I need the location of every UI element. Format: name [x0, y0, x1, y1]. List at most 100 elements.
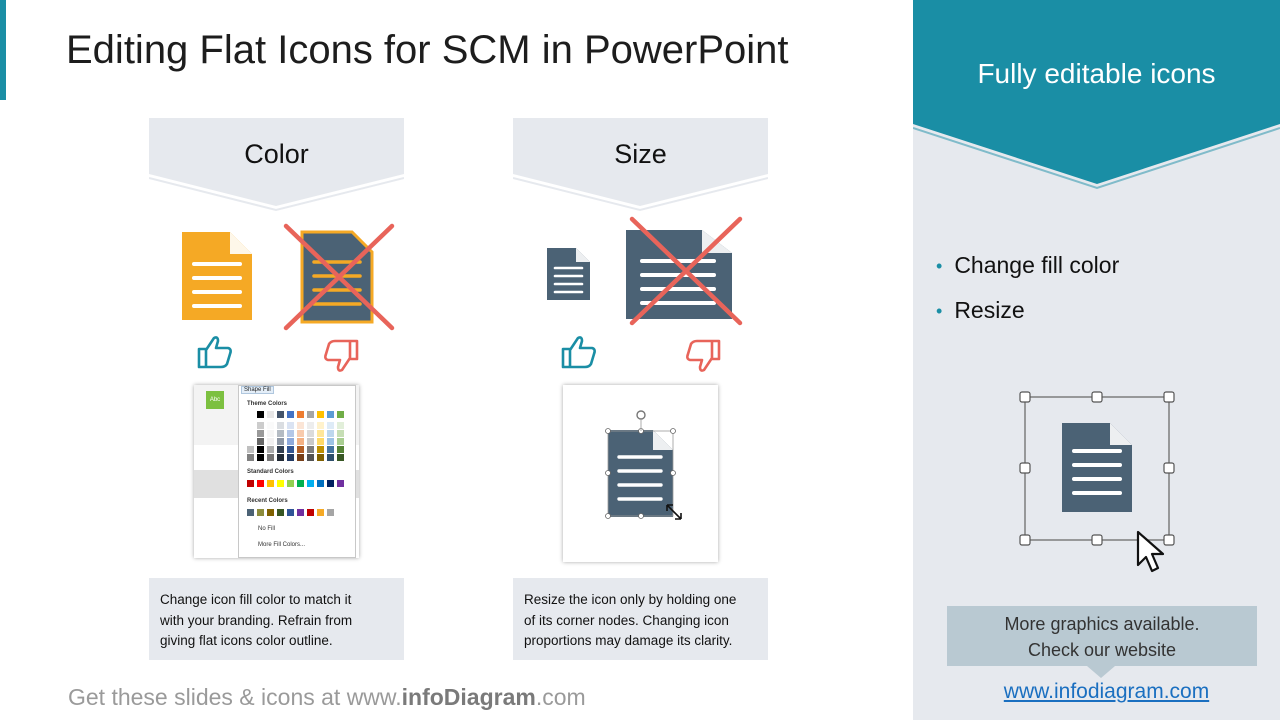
bullet-icon: • [936, 301, 943, 322]
color-swatch[interactable] [297, 509, 304, 516]
color-swatch[interactable] [247, 454, 254, 461]
rotate-handle-icon [636, 410, 646, 431]
resize-screenshot [563, 385, 718, 562]
color-swatch[interactable] [267, 430, 274, 437]
color-swatch[interactable] [287, 480, 294, 487]
color-swatch[interactable] [247, 509, 254, 516]
color-swatch[interactable] [247, 422, 254, 429]
resize-demo-graphic [605, 410, 682, 520]
color-swatch[interactable] [257, 480, 264, 487]
color-swatch[interactable] [277, 509, 284, 516]
color-swatch[interactable] [297, 454, 304, 461]
website-link[interactable]: www.infodiagram.com [1003, 680, 1210, 703]
color-swatch[interactable] [317, 509, 324, 516]
color-swatch[interactable] [327, 446, 334, 453]
color-swatch[interactable] [267, 446, 274, 453]
color-swatch[interactable] [247, 411, 254, 418]
color-swatch[interactable] [287, 411, 294, 418]
color-swatch[interactable] [287, 454, 294, 461]
color-swatch[interactable] [257, 454, 264, 461]
color-swatch[interactable] [337, 411, 344, 418]
color-swatch[interactable] [257, 446, 264, 453]
shape-fill-menu-screenshot: Abc A Shape Fill Theme Colors Standard C… [194, 385, 359, 558]
color-swatch[interactable] [317, 446, 324, 453]
color-swatch[interactable] [247, 438, 254, 445]
color-swatch[interactable] [297, 480, 304, 487]
color-swatch[interactable] [287, 430, 294, 437]
color-section-title: Color [244, 139, 309, 169]
resize-selection-demo [1019, 391, 1175, 573]
color-swatch[interactable] [337, 430, 344, 437]
color-swatch[interactable] [307, 480, 314, 487]
color-swatch[interactable] [257, 422, 264, 429]
color-swatch[interactable] [257, 438, 264, 445]
recent-colors-label: Recent Colors [247, 498, 288, 504]
color-swatch[interactable] [317, 411, 324, 418]
outlined-document-wrong [283, 223, 395, 331]
color-swatch[interactable] [267, 411, 274, 418]
color-swatch[interactable] [307, 438, 314, 445]
color-swatch[interactable] [297, 430, 304, 437]
color-swatch[interactable] [267, 480, 274, 487]
color-swatch[interactable] [327, 438, 334, 445]
color-swatch[interactable] [257, 509, 264, 516]
color-swatch[interactable] [327, 480, 334, 487]
more-fill-colors-option[interactable]: More Fill Colors... [258, 542, 306, 548]
color-swatch[interactable] [317, 430, 324, 437]
standard-colors-label: Standard Colors [247, 469, 294, 475]
bullet-icon: • [936, 256, 943, 277]
color-swatch[interactable] [247, 480, 254, 487]
color-swatch[interactable] [307, 446, 314, 453]
color-swatch[interactable] [287, 446, 294, 453]
color-swatch[interactable] [327, 454, 334, 461]
color-swatch[interactable] [297, 446, 304, 453]
color-swatch[interactable] [267, 509, 274, 516]
color-swatch[interactable] [267, 454, 274, 461]
color-swatch[interactable] [307, 411, 314, 418]
color-swatch[interactable] [307, 422, 314, 429]
color-swatch[interactable] [337, 438, 344, 445]
color-swatch[interactable] [327, 509, 334, 516]
color-swatch[interactable] [337, 446, 344, 453]
color-swatch[interactable] [277, 454, 284, 461]
color-swatch[interactable] [317, 454, 324, 461]
color-swatch[interactable] [317, 438, 324, 445]
color-swatch[interactable] [257, 411, 264, 418]
color-swatch[interactable] [317, 480, 324, 487]
color-swatch[interactable] [327, 411, 334, 418]
color-swatch[interactable] [317, 422, 324, 429]
stretched-document-wrong [626, 216, 743, 326]
color-swatch[interactable] [287, 438, 294, 445]
color-swatch[interactable] [247, 446, 254, 453]
shape-fill-button[interactable]: Shape Fill [241, 386, 274, 394]
color-swatch[interactable] [307, 430, 314, 437]
color-swatch[interactable] [337, 480, 344, 487]
color-swatch[interactable] [297, 438, 304, 445]
no-fill-option[interactable]: No Fill [258, 526, 276, 532]
color-swatch[interactable] [337, 422, 344, 429]
document-icon [182, 232, 252, 320]
color-swatch[interactable] [257, 430, 264, 437]
color-swatch[interactable] [267, 422, 274, 429]
color-swatch[interactable] [277, 480, 284, 487]
color-swatch[interactable] [247, 430, 254, 437]
color-swatch[interactable] [307, 509, 314, 516]
color-swatch[interactable] [267, 438, 274, 445]
color-description: Change icon fill color to match it with … [149, 578, 404, 660]
color-swatch[interactable] [277, 430, 284, 437]
color-swatch[interactable] [307, 454, 314, 461]
page-title: Editing Flat Icons for SCM in PowerPoint [66, 28, 789, 72]
color-swatch[interactable] [327, 430, 334, 437]
color-swatch[interactable] [297, 411, 304, 418]
color-swatch[interactable] [277, 438, 284, 445]
color-swatch[interactable] [277, 422, 284, 429]
color-swatch[interactable] [277, 411, 284, 418]
color-swatch[interactable] [287, 509, 294, 516]
color-swatch[interactable] [287, 422, 294, 429]
title-accent-bar [0, 0, 6, 100]
color-swatch[interactable] [327, 422, 334, 429]
color-swatch[interactable] [277, 446, 284, 453]
footer-credit: Get these slides & icons at www.infoDiag… [68, 684, 586, 710]
color-swatch[interactable] [297, 422, 304, 429]
color-swatch[interactable] [337, 454, 344, 461]
